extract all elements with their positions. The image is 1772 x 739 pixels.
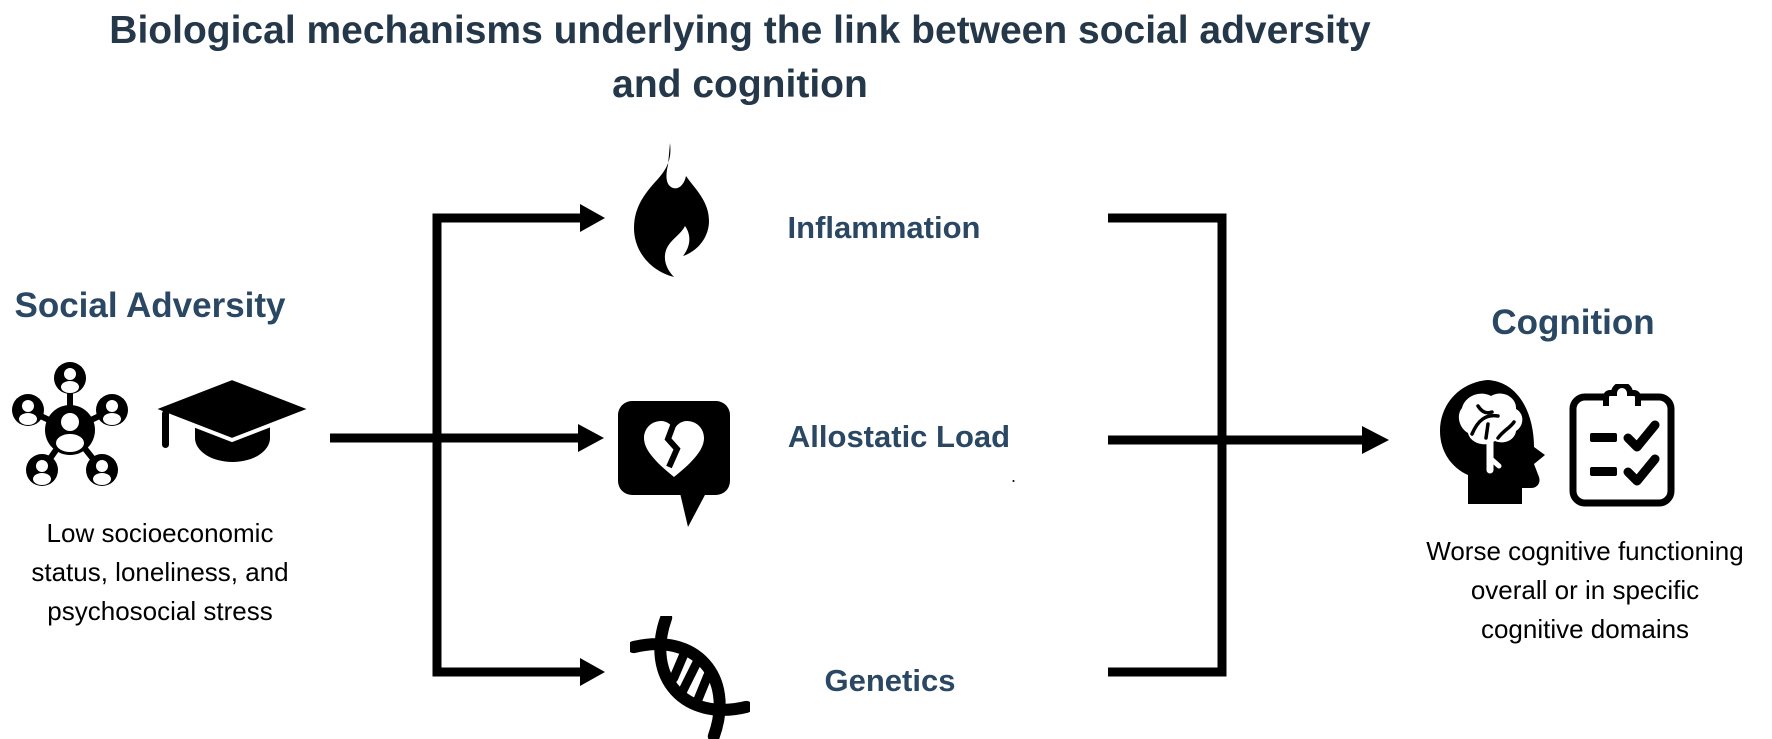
dna-icon bbox=[630, 616, 750, 739]
arrowhead-middle bbox=[578, 424, 604, 452]
diagram-title-line2: and cognition bbox=[612, 63, 868, 106]
diagram-title: Biological mechanisms underlying the lin… bbox=[10, 4, 1470, 112]
cognition-description-line: overall or in specific bbox=[1470, 575, 1700, 605]
arrowhead-bottom bbox=[580, 658, 605, 686]
diagram-title-line1: Biological mechanisms underlying the lin… bbox=[109, 9, 1371, 52]
social-adversity-heading: Social Adversity bbox=[14, 286, 286, 325]
cognition-description-line: cognitive domains bbox=[1480, 614, 1690, 644]
social-adversity-description-line: psychosocial stress bbox=[47, 596, 273, 626]
head-brain-icon bbox=[1440, 380, 1545, 504]
social-adversity-description-line: status, loneliness, and bbox=[31, 557, 289, 587]
checklist-clipboard-icon bbox=[1569, 384, 1675, 507]
cognition-description-line: Worse cognitive functioning bbox=[1426, 536, 1744, 566]
social-network-icon bbox=[12, 362, 128, 486]
cognition-description: Worse cognitive functioning overall or i… bbox=[1398, 532, 1772, 649]
flame-icon bbox=[634, 143, 709, 277]
mechanism-label-allostatic-load: Allostatic Load bbox=[787, 419, 1011, 454]
social-adversity-description: Low socioeconomic status, loneliness, an… bbox=[0, 514, 320, 631]
graduation-cap-icon bbox=[150, 376, 315, 462]
broken-heart-message-icon bbox=[618, 401, 730, 527]
stray-dot-artifact: . bbox=[1011, 466, 1017, 486]
arrowhead-cognition bbox=[1362, 426, 1389, 454]
arrowhead-top bbox=[580, 204, 605, 232]
mechanism-label-genetics: Genetics bbox=[824, 663, 956, 698]
social-adversity-description-line: Low socioeconomic bbox=[46, 518, 274, 548]
cognition-heading: Cognition bbox=[1491, 303, 1655, 342]
mechanism-label-inflammation: Inflammation bbox=[787, 210, 981, 245]
